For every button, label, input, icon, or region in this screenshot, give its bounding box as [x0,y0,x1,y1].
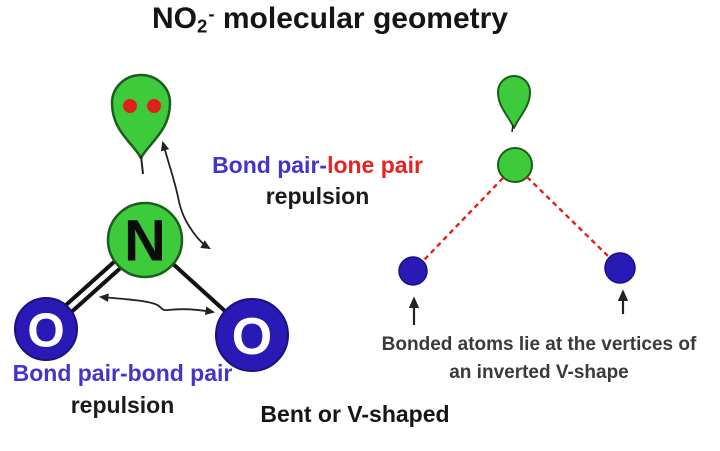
lone-pair-tail-right [511,124,514,133]
nitrogen-atom [106,201,184,279]
bond-bond-repulsion-arrow [98,293,216,316]
page-title: NO2- molecular geometry [120,2,540,38]
title-suffix: molecular geometry [214,2,508,35]
bond-bond-blue-text: Bond pair-bond pair [12,360,233,386]
label-bond-lone-pair: Bond pair-lone pair repulsion [195,150,440,212]
bonded-atom-dot-left [398,256,428,286]
title-superscript: - [208,2,215,24]
electron-dot-right [147,99,161,113]
double-bond-line-2 [70,266,122,313]
dashed-bond-left [423,177,504,261]
title-subscript: 2 [197,15,208,37]
oxygen-left-label: O [27,305,64,358]
central-atom-dot [497,147,533,183]
bonded-atom-dot-right [604,252,636,284]
dashed-bond-right [526,176,610,258]
oxygen-atom-left [14,297,78,361]
electron-dot-left [123,99,137,113]
label-bond-bond-pair: Bond pair-bond pair repulsion [0,357,245,421]
nitrogen-label: N [124,209,166,274]
title-formula: NO [152,2,197,35]
lone-pair-balloon-right [497,75,531,129]
label-vertices: Bonded atoms lie at the vertices of an i… [358,331,720,387]
lone-pair-tail-left [140,155,144,175]
bond-lone-line1: Bond pair-lone pair [195,150,440,181]
label-bent-shape: Bent or V-shaped [260,401,450,427]
vertices-line2: an inverted V-shape [449,362,629,383]
bond-lone-repulsion-text: repulsion [265,183,370,209]
bond-lone-repulsion-arrow [160,140,211,250]
single-bond [170,261,228,314]
lone-pair-balloon-left [110,73,172,160]
bond-lone-blue-text: Bond pair- [212,152,328,178]
oxygen-right-label: O [232,308,272,366]
oxygen-atom-right [215,298,289,372]
vertices-line1: Bonded atoms lie at the vertices of [381,334,697,355]
bond-lone-red-text: lone pair [327,152,423,178]
double-bond-line-1 [64,260,116,307]
bond-bond-repulsion-text: repulsion [70,392,175,418]
